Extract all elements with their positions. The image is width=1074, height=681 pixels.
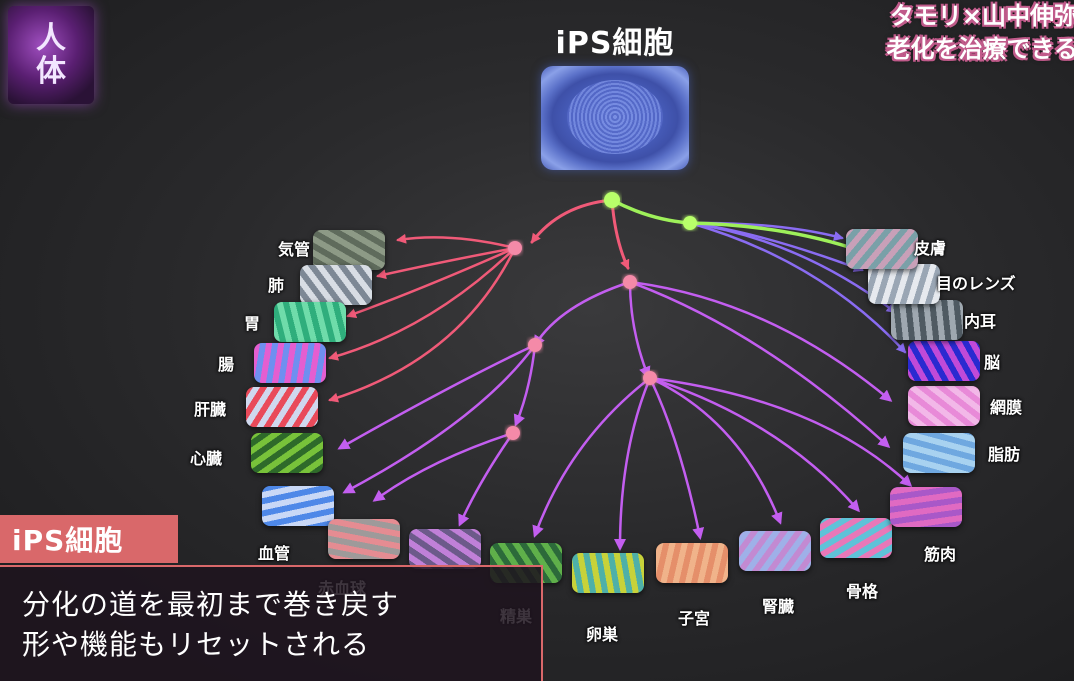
cell-image-hai — [300, 265, 372, 305]
cell-label-moumaku: 網膜 — [990, 398, 1023, 417]
link-root-endoderm — [530, 198, 614, 244]
link-kokkaku — [648, 376, 860, 513]
episode-tag-line2: 老化を治療できる — [886, 35, 1074, 63]
cell-label-naiji: 内耳 — [964, 312, 997, 331]
ips-cell-image — [541, 66, 689, 170]
logo-char-top: 人 — [36, 21, 66, 56]
link-i — [346, 246, 517, 318]
cell-label-jinzo: 腎臓 — [762, 597, 795, 616]
link-shibou — [628, 280, 891, 449]
caption-line-1: 分化の道を最初まで巻き戻す — [22, 588, 400, 621]
link-kekkan — [342, 343, 537, 494]
cell-image-hakkekkyu — [409, 529, 481, 569]
cell-label-shikyu: 子宮 — [678, 609, 711, 628]
cell-label-shibou: 脂肪 — [988, 445, 1021, 464]
episode-tag: タモリ×山中伸弥 老化を治療できる — [886, 0, 1074, 66]
cell-image-naiji — [891, 300, 963, 340]
program-logo: 人 体 — [8, 6, 94, 104]
cell-label-kekkan: 血管 — [258, 544, 291, 563]
cell-image-kokkaku — [820, 518, 892, 558]
cell-label-hai: 肺 — [268, 276, 285, 295]
link-ransou — [614, 376, 652, 551]
link-hai — [376, 246, 517, 280]
cell-image-kanzo — [246, 387, 318, 427]
link-shikyu — [648, 376, 705, 540]
caption-tag: iPS細胞 — [0, 515, 178, 563]
cell-image-sekkekkyu — [328, 519, 400, 559]
cell-image-moumaku — [908, 386, 980, 426]
cell-image-shikyu — [656, 543, 728, 583]
episode-tag-line1: タモリ×山中伸弥 — [889, 2, 1074, 30]
link-nou — [688, 221, 907, 354]
link-meso-sub1 — [533, 280, 632, 348]
diagram-title: iPS細胞 — [555, 26, 675, 61]
link-sekkekkyu — [372, 431, 515, 502]
cell-image-kikan — [313, 230, 385, 270]
branch-node-3 — [506, 426, 520, 440]
branch-node-1 — [528, 338, 542, 352]
link-green-1 — [610, 198, 692, 225]
cell-image-i — [274, 302, 346, 342]
caption-box: 分化の道を最初まで巻き戻す 形や機能もリセットされる — [0, 565, 543, 681]
link-root-mesoderm — [610, 198, 630, 270]
cell-label-kinniku: 筋肉 — [924, 545, 957, 564]
mesoderm-node — [623, 275, 637, 289]
cell-image-hifu — [846, 229, 918, 269]
cell-image-kinniku — [890, 487, 962, 527]
cell-label-cho: 腸 — [218, 355, 235, 374]
cell-image-nou — [908, 341, 980, 381]
cell-label-shinzo: 心臓 — [190, 449, 223, 468]
cell-image-ransou — [572, 553, 644, 593]
cell-label-hifu: 皮膚 — [914, 239, 947, 258]
link-kinniku — [648, 376, 913, 488]
link-kikan — [396, 233, 517, 250]
link-kanzo — [328, 246, 517, 403]
root-node — [604, 192, 620, 208]
link-hakkekkyu — [458, 431, 515, 527]
link-lens — [688, 221, 864, 272]
endoderm-node — [508, 241, 522, 255]
cell-image-shibou — [903, 433, 975, 473]
cell-image-lens — [868, 264, 940, 304]
link-green-2 — [688, 221, 862, 256]
caption-line-2: 形や機能もリセットされる — [22, 628, 371, 661]
cell-image-jinzo — [739, 531, 811, 571]
link-meso-sub2 — [628, 280, 651, 379]
cell-label-kanzo: 肝臓 — [194, 400, 227, 419]
cell-label-kokkaku: 骨格 — [846, 582, 879, 601]
link-cho — [328, 246, 517, 361]
cell-image-shinzo — [251, 433, 323, 473]
link-moumaku — [628, 280, 893, 402]
branch-node-2 — [643, 371, 657, 385]
cell-label-lens: 目のレンズ — [936, 274, 1016, 293]
cell-image-cho — [254, 343, 326, 383]
link-shinzo — [337, 343, 537, 450]
link-seiso — [532, 376, 652, 538]
reprogram-node — [683, 216, 697, 230]
cell-image-kekkan — [262, 486, 334, 526]
logo-char-bottom: 体 — [36, 54, 66, 89]
cell-label-kikan: 気管 — [278, 240, 311, 259]
link-sub3 — [513, 343, 537, 427]
cell-label-nou: 脳 — [984, 353, 1001, 372]
link-jinzo — [648, 376, 783, 525]
cell-label-ransou: 卵巣 — [586, 625, 619, 644]
cell-label-i: 胃 — [244, 314, 261, 333]
